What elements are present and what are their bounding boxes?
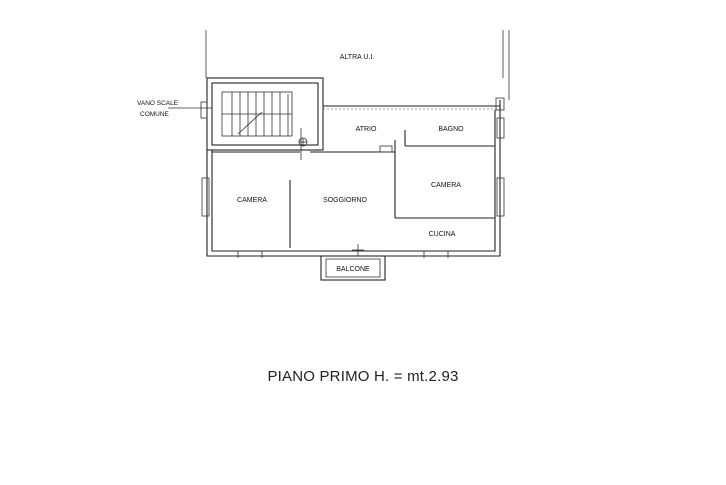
plan-caption: PIANO PRIMO H. = mt.2.93 [267,368,459,385]
balcony [320,255,386,281]
apartment-outline [201,100,505,258]
label-camera-left: CAMERA [237,197,267,204]
label-altra-ui: ALTRA U.I. [340,54,375,61]
interior-walls [212,128,495,256]
label-bagno: BAGNO [438,126,464,133]
label-cucina: CUCINA [429,231,456,238]
corridor-wall [323,97,505,111]
label-comune: COMUNE [140,111,170,118]
label-atrio: ATRIO [356,126,377,133]
label-soggiorno: SOGGIORNO [323,197,368,204]
label-balcone: BALCONE [336,266,370,273]
label-vano-scale: VANO SCALE [137,100,179,107]
stair-block [168,77,324,151]
label-camera-right: CAMERA [431,182,461,189]
